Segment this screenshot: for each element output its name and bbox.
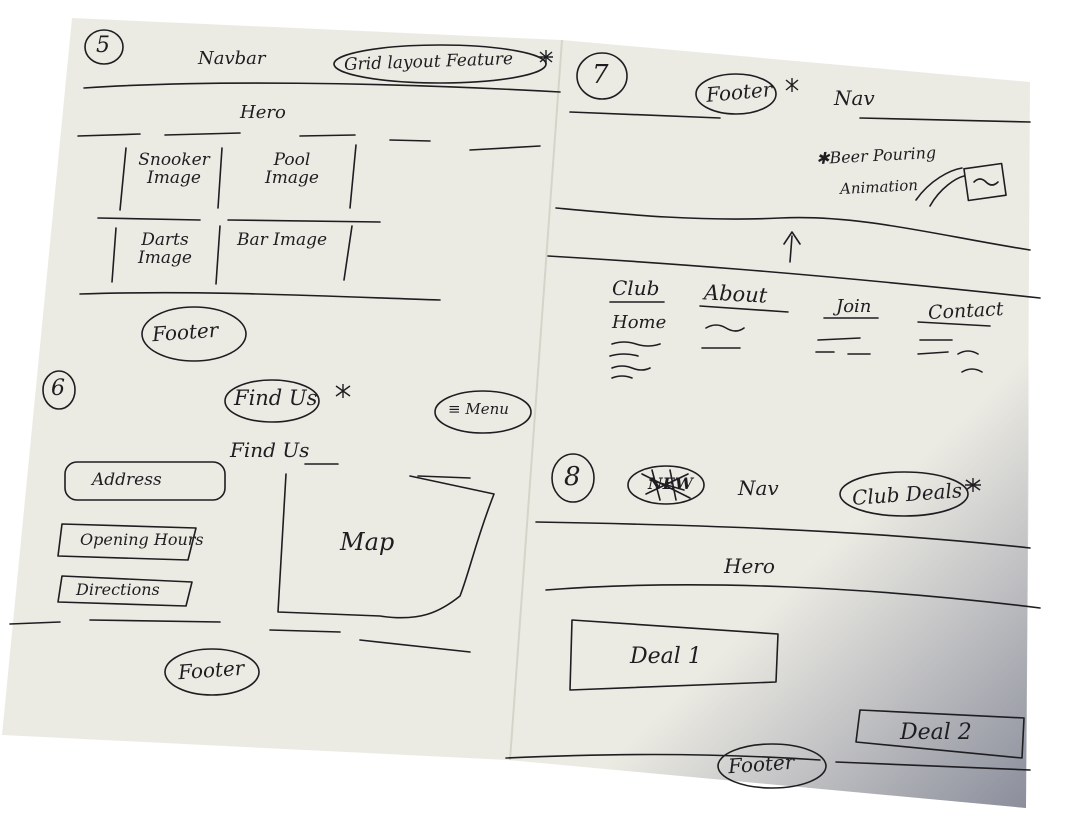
s7-nav-label: Nav xyxy=(834,86,875,110)
s7-note-line2: Animation xyxy=(839,175,919,199)
paper-shadow xyxy=(508,300,1030,808)
s7-pill-outline xyxy=(695,73,777,115)
s6-field-hours: Opening Hours xyxy=(80,530,204,549)
s6-asterisk xyxy=(335,384,351,398)
s5-grid-cell-snooker: Snooker Image xyxy=(138,150,210,188)
s8-hero-label: Hero xyxy=(724,554,775,578)
s5-number-circle xyxy=(84,29,124,65)
s7-arrow xyxy=(783,231,801,263)
s7-number-circle xyxy=(576,52,628,100)
s8-cross-scribble xyxy=(641,469,691,501)
s7-pill-label: Footer xyxy=(705,77,774,107)
s8-crossed-oval xyxy=(627,465,705,505)
s5-grid-rowline xyxy=(97,217,381,223)
s8-number: 8 xyxy=(564,462,581,492)
s5-grid-mid1 xyxy=(217,147,223,209)
s6-number: 6 xyxy=(51,376,65,401)
s5-grid-cell-pool: Pool Image xyxy=(265,150,319,188)
s6-pill-label: Find Us xyxy=(234,386,318,410)
s8-deal1-box xyxy=(569,619,779,691)
s7-col-sub-home: Home xyxy=(612,312,667,333)
s5-grid-cell-bar: Bar Image xyxy=(236,230,328,250)
s5-asterisk xyxy=(539,50,553,64)
s5-grid-right2 xyxy=(343,225,353,281)
s5-hero-label: Hero xyxy=(240,102,286,123)
paper-fold xyxy=(509,39,563,761)
s6-directions-box xyxy=(57,575,193,607)
s7-number: 7 xyxy=(592,60,609,90)
s6-field-directions: Directions xyxy=(76,580,160,599)
s7-asterisk xyxy=(785,78,799,92)
s6-map-box xyxy=(277,473,495,619)
s8-bottom-divider xyxy=(505,753,1031,771)
s5-footer-label: Footer xyxy=(151,317,220,347)
s8-crossed-label: NEW xyxy=(648,474,693,493)
s5-grid-right1 xyxy=(349,144,357,209)
s6-footer-oval xyxy=(164,648,260,696)
s7-col-title-club: Club xyxy=(612,276,660,300)
s6-footer-label: Footer xyxy=(177,655,246,685)
s7-scribbles xyxy=(609,324,983,379)
s8-asterisk xyxy=(965,478,981,492)
s6-number-circle xyxy=(42,370,76,410)
s7-wavy-divider xyxy=(555,207,1031,251)
s8-nav-divider xyxy=(535,521,1031,549)
s6-bottom-divider xyxy=(9,619,471,653)
s7-beer-wave xyxy=(973,178,999,186)
s8-deal2-box xyxy=(855,709,1025,759)
s5-grid-left2 xyxy=(111,227,117,283)
s7-nav-divider xyxy=(569,111,1031,123)
s5-footer-oval xyxy=(141,306,247,362)
s6-heading: Find Us xyxy=(230,438,310,462)
s7-col-title-join: Join xyxy=(836,296,872,317)
s8-deal2-label: Deal 2 xyxy=(900,720,972,745)
s7-beer-icon xyxy=(963,162,1007,202)
s6-map-label: Map xyxy=(340,528,395,556)
s6-hours-box xyxy=(57,523,197,561)
s6-pill-outline xyxy=(224,379,320,423)
s8-deal1-label: Deal 1 xyxy=(630,644,702,669)
s6-menu-label: ≡ Menu xyxy=(448,400,509,418)
s7-col-underlines xyxy=(609,301,991,327)
s5-number: 5 xyxy=(96,33,110,58)
s7-col-title-contact: Contact xyxy=(927,298,1004,324)
s5-grid-left xyxy=(119,147,127,211)
s8-hero-divider xyxy=(545,584,1041,609)
s5-grid-mid2 xyxy=(215,225,221,285)
s5-grid-bottom xyxy=(79,291,441,301)
s6-field-address: Address xyxy=(92,470,162,490)
s5-grid-cell-darts: Darts Image xyxy=(138,230,192,268)
s5-nav-divider xyxy=(83,82,561,93)
s6-menu-outline xyxy=(434,390,532,434)
s5-nav-label: Navbar xyxy=(198,48,266,69)
s8-footer-oval xyxy=(717,743,827,789)
s8-footer-label: Footer xyxy=(727,749,796,779)
s7-pour-lines xyxy=(915,167,965,207)
s8-pill-outline xyxy=(839,471,969,517)
feature-asterisks xyxy=(335,50,981,492)
s6-address-box xyxy=(64,461,226,501)
s8-nav-label: Nav xyxy=(738,476,779,500)
s7-col-title-about: About xyxy=(703,280,768,308)
s5-hero-divider xyxy=(77,132,541,151)
s7-footer-top-line xyxy=(547,255,1041,299)
s8-number-circle xyxy=(551,453,595,503)
